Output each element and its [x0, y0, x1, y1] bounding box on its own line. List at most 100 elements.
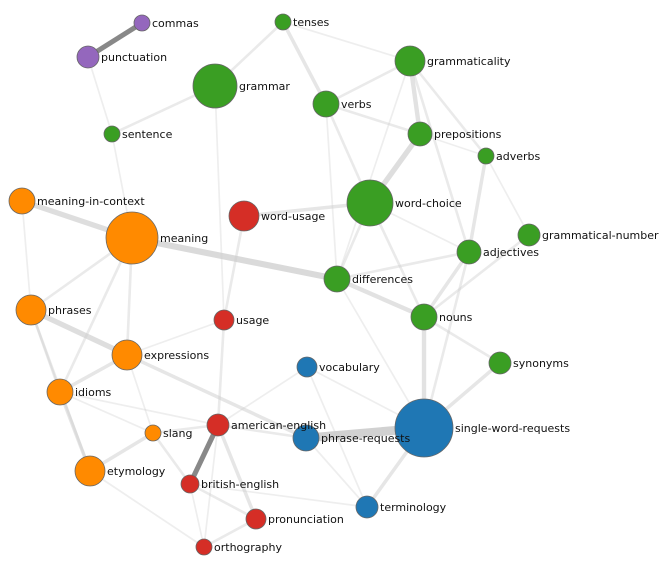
- edge-adjectives-single-word-requests: [422, 251, 471, 429]
- node-label-pronunciation[interactable]: pronunciation: [268, 513, 344, 526]
- node-synonyms[interactable]: [488, 351, 512, 375]
- edge-british-english-terminology: [189, 483, 368, 508]
- node-label-idioms[interactable]: idioms: [75, 386, 112, 399]
- edge-verbs-differences: [325, 103, 338, 280]
- node-label-verbs[interactable]: verbs: [341, 98, 372, 111]
- node-punctuation[interactable]: [76, 45, 100, 69]
- node-meaning-in-context[interactable]: [8, 187, 36, 215]
- node-label-punctuation[interactable]: punctuation: [101, 51, 167, 64]
- node-expressions[interactable]: [111, 339, 143, 371]
- edge-etymology-orthography: [89, 470, 205, 548]
- node-label-vocabulary[interactable]: vocabulary: [319, 361, 380, 374]
- node-label-american-english[interactable]: american-english: [231, 419, 326, 432]
- node-grammaticality[interactable]: [394, 45, 426, 77]
- node-label-grammar[interactable]: grammar: [239, 80, 290, 93]
- node-label-grammaticality[interactable]: grammaticality: [427, 55, 511, 68]
- edge-slang-british-english: [151, 432, 192, 485]
- edge-nouns-synonyms: [423, 315, 501, 365]
- edge-british-english-pronunciation: [189, 482, 257, 521]
- node-prepositions[interactable]: [407, 121, 433, 147]
- node-terminology[interactable]: [355, 495, 379, 519]
- edge-british-english-orthography: [189, 483, 205, 548]
- node-label-etymology[interactable]: etymology: [107, 465, 166, 478]
- node-adverbs[interactable]: [477, 147, 495, 165]
- node-label-nouns[interactable]: nouns: [439, 311, 473, 324]
- node-meaning[interactable]: [105, 211, 159, 265]
- label-layer: commas punctuation tenses grammar sentence gr…: [37, 16, 659, 554]
- edge-grammatical-number-nouns: [423, 233, 530, 319]
- node-label-phrase-requests[interactable]: phrase-requests: [321, 432, 410, 445]
- node-adjectives[interactable]: [456, 239, 482, 265]
- node-label-expressions[interactable]: expressions: [144, 349, 209, 362]
- node-word-choice[interactable]: [346, 179, 394, 227]
- node-label-phrases[interactable]: phrases: [48, 304, 92, 317]
- node-phrase-requests[interactable]: [292, 424, 320, 452]
- node-label-meaning[interactable]: meaning: [160, 232, 208, 245]
- edge-grammaticality-adverbs: [408, 60, 488, 157]
- node-label-commas[interactable]: commas: [152, 17, 199, 30]
- node-nouns[interactable]: [410, 303, 438, 331]
- node-slang[interactable]: [144, 424, 162, 442]
- edge-phrase-requests-terminology: [305, 437, 368, 508]
- node-differences[interactable]: [323, 265, 351, 293]
- node-label-differences[interactable]: differences: [352, 273, 413, 286]
- edge-grammar-usage: [214, 85, 225, 321]
- node-label-meaning-in-context[interactable]: meaning-in-context: [37, 195, 145, 208]
- node-commas[interactable]: [133, 14, 151, 32]
- node-vocabulary[interactable]: [296, 356, 318, 378]
- node-sentence[interactable]: [103, 125, 121, 143]
- node-orthography[interactable]: [195, 538, 213, 556]
- node-usage[interactable]: [213, 309, 235, 331]
- node-verbs[interactable]: [312, 90, 340, 118]
- edge-orthography-american-english: [203, 424, 219, 548]
- node-etymology[interactable]: [74, 455, 106, 487]
- edge-idioms-slang: [59, 391, 154, 434]
- node-label-word-choice[interactable]: word-choice: [395, 197, 462, 210]
- edge-grammaticality-verbs: [325, 59, 411, 106]
- node-label-grammatical-number[interactable]: grammatical-number: [542, 229, 659, 242]
- edge-tenses-verbs: [281, 21, 328, 105]
- edge-adjectives-differences: [336, 250, 470, 281]
- node-label-british-english[interactable]: british-english: [201, 478, 279, 491]
- edge-american-english-pronunciation: [216, 424, 258, 520]
- node-idioms[interactable]: [46, 378, 74, 406]
- node-label-synonyms[interactable]: synonyms: [513, 357, 569, 370]
- edge-idioms-american-english: [59, 391, 219, 426]
- edge-expressions-phrase-requests: [126, 353, 307, 440]
- node-label-adverbs[interactable]: adverbs: [496, 150, 541, 163]
- edge-adverbs-grammatical-number: [485, 155, 530, 236]
- node-label-prepositions[interactable]: prepositions: [434, 128, 502, 141]
- node-label-tenses[interactable]: tenses: [293, 16, 330, 29]
- node-grammar[interactable]: [192, 63, 238, 109]
- edge-phrases-expressions: [29, 307, 129, 358]
- edge-adverbs-adjectives: [467, 155, 488, 253]
- node-label-slang[interactable]: slang: [163, 427, 192, 440]
- edge-punctuation-sentence: [87, 56, 113, 135]
- node-label-sentence[interactable]: sentence: [122, 128, 173, 141]
- node-british-english[interactable]: [180, 474, 200, 494]
- node-label-usage[interactable]: usage: [236, 314, 269, 327]
- node-grammatical-number[interactable]: [517, 223, 541, 247]
- node-label-word-usage[interactable]: word-usage: [261, 210, 325, 223]
- edge-vocabulary-american-english: [217, 366, 308, 426]
- node-label-adjectives[interactable]: adjectives: [483, 246, 539, 259]
- edge-usage-american-english: [216, 319, 226, 426]
- edge-grammaticality-differences: [336, 60, 411, 280]
- node-tenses[interactable]: [274, 13, 292, 31]
- edge-meaning-differences: [131, 234, 338, 283]
- edge-grammaticality-adjectives: [408, 60, 471, 253]
- node-label-orthography[interactable]: orthography: [214, 541, 282, 554]
- node-american-english[interactable]: [206, 413, 230, 437]
- node-label-terminology[interactable]: terminology: [380, 501, 447, 514]
- edge-american-english-phrase-requests: [217, 423, 307, 440]
- node-single-word-requests[interactable]: [394, 398, 454, 458]
- node-pronunciation[interactable]: [245, 508, 267, 530]
- edge-differences-nouns: [336, 276, 425, 320]
- node-phrases[interactable]: [15, 294, 47, 326]
- edge-word-usage-usage: [222, 215, 246, 321]
- edge-meaning-idioms: [58, 237, 134, 393]
- edge-tenses-grammaticality: [282, 21, 411, 62]
- node-word-usage[interactable]: [228, 200, 260, 232]
- node-label-single-word-requests[interactable]: single-word-requests: [455, 422, 570, 435]
